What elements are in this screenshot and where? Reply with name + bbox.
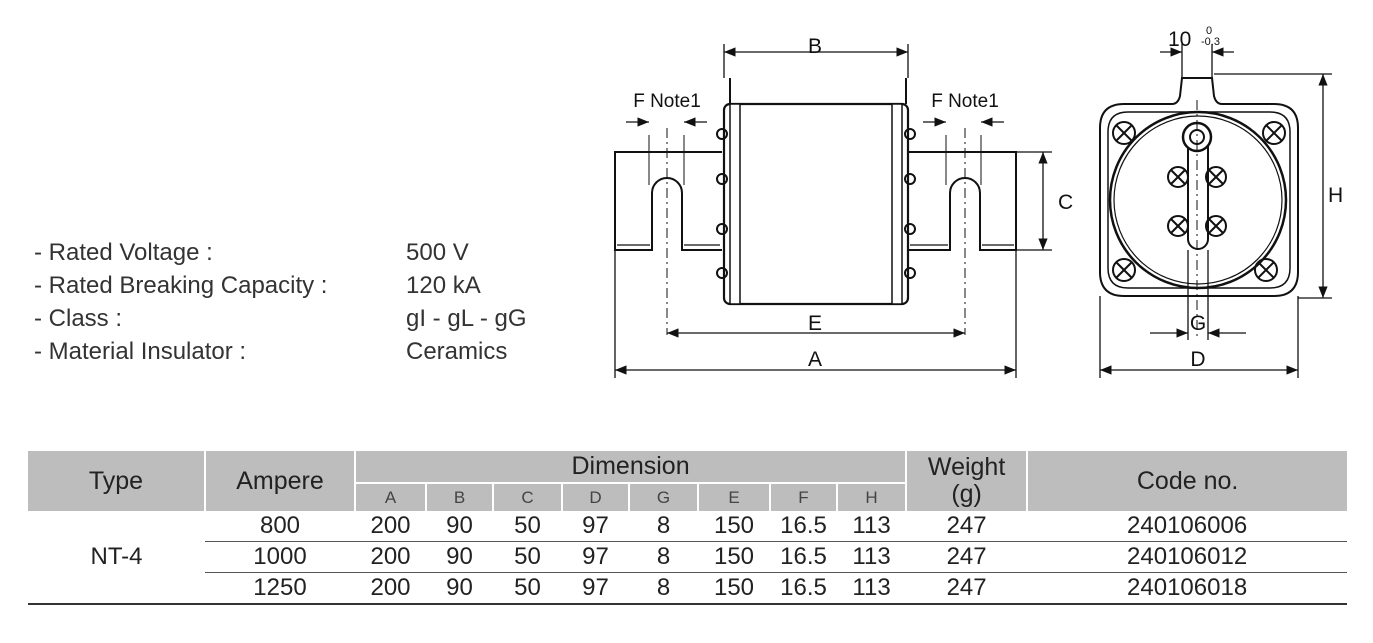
front-view-dimensions: [1099, 44, 1332, 378]
spec-value: 500 V: [406, 239, 469, 266]
tolerance-upper: 0: [1206, 25, 1212, 37]
dim-label-f-right: F Note1: [931, 91, 999, 112]
spec-table: Type Ampere Dimension Weight (g) Code no…: [28, 451, 1348, 605]
header-dim-d: D: [562, 483, 630, 511]
ampere-cell: 1000: [205, 541, 355, 573]
header-weight-unit: (g): [951, 480, 982, 508]
ampere-cell: 800: [205, 511, 355, 542]
code-cell: 240106012: [1027, 541, 1348, 573]
dim-cell: 16.5: [770, 572, 837, 605]
spec-value: Ceramics: [406, 338, 508, 365]
dim-cell: 97: [562, 541, 629, 573]
header-type: Type: [28, 451, 206, 511]
dim-cell: 50: [493, 511, 562, 542]
dim-cell: 97: [562, 511, 629, 542]
weight-cell: 247: [906, 572, 1028, 605]
header-weight-label: Weight: [927, 453, 1006, 481]
weight-cell: 247: [906, 541, 1028, 573]
header-ampere: Ampere: [205, 451, 356, 511]
header-dimension: Dimension: [355, 451, 908, 484]
dim-cell: 200: [355, 541, 426, 573]
header-dim-a: A: [355, 483, 427, 511]
header-dim-h: H: [837, 483, 908, 511]
dim-cell: 150: [698, 541, 770, 573]
table-row: 1000 200 90 50 97 8 150 16.5 113 247 240…: [28, 541, 1348, 573]
dim-label-c: C: [1058, 191, 1073, 214]
dim-cell: 16.5: [770, 511, 837, 542]
tolerance-lower: -0.3: [1201, 36, 1220, 48]
header-weight: Weight (g): [906, 451, 1029, 511]
ampere-cell: 1250: [205, 572, 355, 605]
front-view: [1099, 77, 1299, 340]
dim-label-b: B: [808, 35, 822, 58]
table-row: NT-4 800 200 90 50 97 8 150 16.5 113 247…: [28, 511, 1348, 605]
spec-label: - Class :: [34, 305, 123, 332]
spec-value: 120 kA: [406, 272, 481, 299]
right-blade: [908, 151, 1017, 251]
header-code: Code no.: [1027, 451, 1348, 511]
weight-cell: 247: [906, 511, 1028, 542]
left-blade: [614, 151, 722, 251]
side-view: [614, 78, 1017, 335]
dim-cell: 8: [629, 572, 698, 605]
dim-cell: 113: [837, 572, 907, 605]
code-cell: 240106018: [1027, 572, 1348, 605]
side-view-dimensions: [614, 44, 1052, 378]
dim-label-g: G: [1190, 312, 1206, 335]
dim-label-a: A: [808, 348, 822, 371]
spec-label: - Material Insulator :: [34, 338, 247, 365]
dim-cell: 16.5: [770, 541, 837, 573]
dim-cell: 8: [629, 541, 698, 573]
header-dim-b: B: [426, 483, 494, 511]
spec-label: - Rated Voltage :: [34, 239, 213, 266]
type-cell: NT-4: [28, 511, 205, 605]
dim-cell: 200: [355, 511, 426, 542]
dim-cell: 90: [426, 572, 493, 605]
fuse-body: [722, 102, 910, 306]
technical-drawing: B F Note1 F Note1 C E A: [614, 25, 1343, 378]
dim-cell: 90: [426, 541, 493, 573]
code-cell: 240106006: [1027, 511, 1348, 542]
dim-label-e: E: [808, 312, 822, 335]
dim-cell: 8: [629, 511, 698, 542]
dim-cell: 150: [698, 511, 770, 542]
dim-cell: 113: [837, 511, 907, 542]
dim-label-h: H: [1328, 184, 1343, 207]
dim-cell: 50: [493, 572, 562, 605]
dim-cell: 113: [837, 541, 907, 573]
dim-label-10: 10: [1168, 28, 1191, 51]
header-dim-e: E: [698, 483, 771, 511]
dim-label-d: D: [1190, 348, 1205, 371]
spec-label: - Rated Breaking Capacity :: [34, 272, 328, 299]
dim-cell: 97: [562, 572, 629, 605]
header-dim-f: F: [770, 483, 838, 511]
dim-label-f-left: F Note1: [633, 91, 701, 112]
dim-cell: 90: [426, 511, 493, 542]
header-dim-c: C: [493, 483, 563, 511]
header-dim-g: G: [629, 483, 699, 511]
dim-cell: 150: [698, 572, 770, 605]
table-row: 1250 200 90 50 97 8 150 16.5 113 247 240…: [28, 572, 1348, 605]
spec-value: gI - gL - gG: [406, 305, 527, 332]
dim-cell: 200: [355, 572, 426, 605]
dim-cell: 50: [493, 541, 562, 573]
